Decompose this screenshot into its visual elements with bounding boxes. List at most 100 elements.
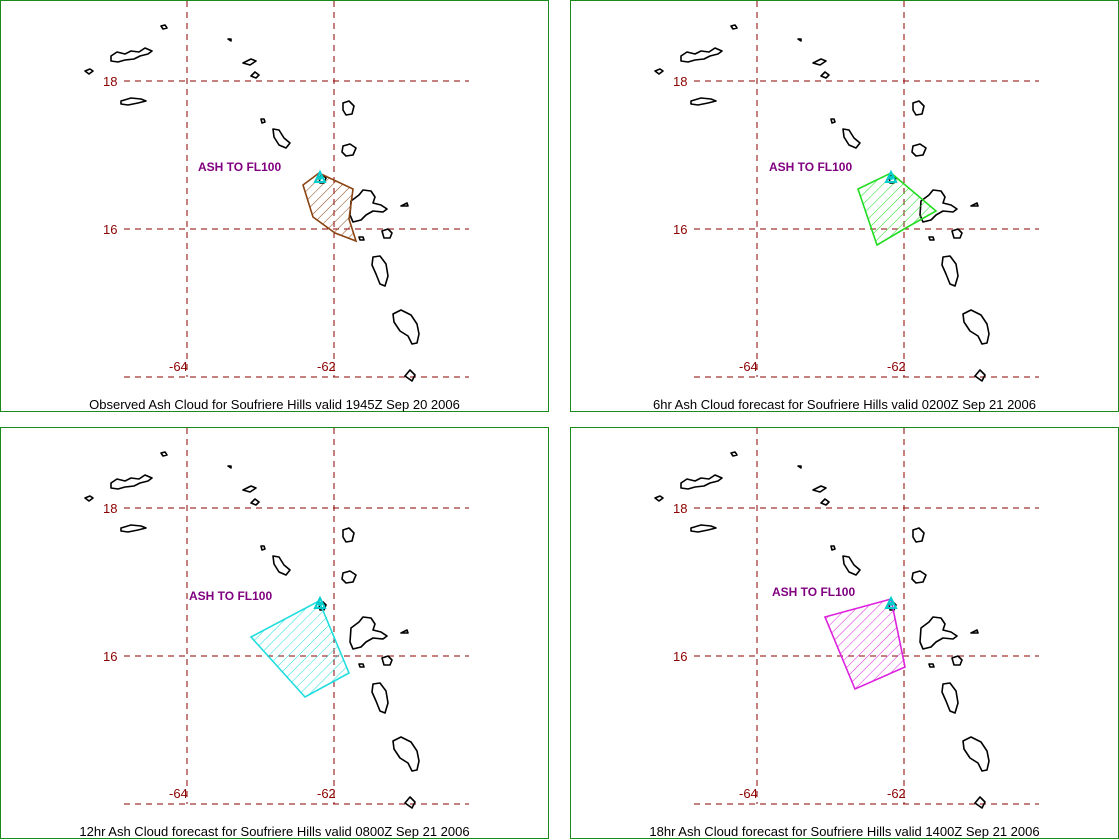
st-lucia-coast xyxy=(404,369,416,382)
volcano-marker-icon xyxy=(884,169,898,183)
panel-caption: 6hr Ash Cloud forecast for Soufriere Hil… xyxy=(653,397,1036,412)
latitude-label-18: 18 xyxy=(103,501,117,516)
marie-galante-coast xyxy=(381,228,393,239)
st-croix-coast xyxy=(690,97,717,106)
barbuda-coast xyxy=(730,24,738,30)
ash-height-annotation: ASH TO FL100 xyxy=(769,160,852,174)
antigua-coast xyxy=(342,100,355,116)
vieques-coast xyxy=(654,495,664,502)
longitude-label-64: -64 xyxy=(169,359,188,374)
les-saintes-coast xyxy=(358,663,365,668)
latitude-label-16: 16 xyxy=(673,222,687,237)
les-saintes-coast xyxy=(928,236,935,241)
guadeloupe-coast xyxy=(919,189,958,223)
barbuda-coast xyxy=(160,24,168,30)
volcano-vent-icon xyxy=(318,176,322,180)
longitude-label-62: -62 xyxy=(887,359,906,374)
nevis-coast xyxy=(842,128,861,149)
desirade-coast xyxy=(970,629,979,634)
longitude-label-64: -64 xyxy=(739,786,758,801)
antigua-coast xyxy=(342,527,355,543)
st-lucia-coast xyxy=(404,796,416,809)
latitude-label-16: 16 xyxy=(673,649,687,664)
ash-height-annotation: ASH TO FL100 xyxy=(198,160,281,174)
nevis-coast xyxy=(842,555,861,576)
st-kitts-coast xyxy=(830,545,836,551)
dominica-coast xyxy=(941,682,959,714)
saba-coast xyxy=(797,465,802,469)
saba-coast xyxy=(227,38,232,42)
ash-cloud-polygon xyxy=(302,172,358,243)
volcano-marker-icon xyxy=(313,595,327,609)
ash-cloud-polygon xyxy=(823,598,906,691)
martinique-coast xyxy=(962,309,990,345)
anguilla-coast xyxy=(242,485,257,493)
panel-caption: 12hr Ash Cloud forecast for Soufriere Hi… xyxy=(79,824,470,839)
dominica-coast xyxy=(371,682,389,714)
antigua-coast xyxy=(912,527,925,543)
st-martin-coast xyxy=(820,498,830,506)
martinique-coast xyxy=(392,309,420,345)
dominica-coast xyxy=(371,255,389,287)
barbuda-coast xyxy=(160,451,168,457)
virgin-islands-coast xyxy=(110,47,153,63)
martinique-coast xyxy=(392,736,420,772)
st-kitts-coast xyxy=(260,545,266,551)
volcano-vent-icon xyxy=(889,176,893,180)
volcano-marker-icon xyxy=(313,169,327,183)
guadeloupe-coast xyxy=(349,189,388,223)
ash-height-annotation: ASH TO FL100 xyxy=(772,585,855,599)
volcano-vent-icon xyxy=(889,602,893,606)
nevis-coast xyxy=(272,128,291,149)
st-martin-coast xyxy=(250,498,260,506)
barbuda-south-coast xyxy=(911,143,927,157)
barbuda-south-coast xyxy=(911,570,927,584)
st-martin-coast xyxy=(820,71,830,79)
barbuda-south-coast xyxy=(341,570,357,584)
vieques-coast xyxy=(84,495,94,502)
marie-galante-coast xyxy=(951,228,963,239)
panel-caption: Observed Ash Cloud for Soufriere Hills v… xyxy=(89,397,460,412)
marie-galante-coast xyxy=(951,655,963,666)
longitude-label-62: -62 xyxy=(887,786,906,801)
panel-caption: 18hr Ash Cloud forecast for Soufriere Hi… xyxy=(649,824,1040,839)
anguilla-coast xyxy=(812,485,827,493)
latitude-label-16: 16 xyxy=(103,649,117,664)
nevis-coast xyxy=(272,555,291,576)
st-lucia-coast xyxy=(974,796,986,809)
latitude-label-18: 18 xyxy=(103,74,117,89)
longitude-label-64: -64 xyxy=(169,786,188,801)
st-croix-coast xyxy=(120,524,147,533)
ash-cloud-polygon xyxy=(857,172,938,247)
antigua-coast xyxy=(912,100,925,116)
st-croix-coast xyxy=(120,97,147,106)
les-saintes-coast xyxy=(928,663,935,668)
st-kitts-coast xyxy=(260,118,266,124)
longitude-label-62: -62 xyxy=(317,786,336,801)
virgin-islands-coast xyxy=(680,47,723,63)
st-martin-coast xyxy=(250,71,260,79)
st-croix-coast xyxy=(690,524,717,533)
ash-cloud-polygon xyxy=(249,599,351,699)
latitude-label-18: 18 xyxy=(673,501,687,516)
volcano-vent-icon xyxy=(318,602,322,606)
volcano-marker-icon xyxy=(884,595,898,609)
guadeloupe-coast xyxy=(349,616,388,650)
martinique-coast xyxy=(962,736,990,772)
map-panel-18hr: 18 16 -64 -62 ASH TO FL100 18hr Ash Cloud fo… xyxy=(570,427,1119,839)
les-saintes-coast xyxy=(358,236,365,241)
barbuda-coast xyxy=(730,451,738,457)
st-lucia-coast xyxy=(974,369,986,382)
anguilla-coast xyxy=(242,58,257,66)
saba-coast xyxy=(797,38,802,42)
map-canvas: 18 16 -64 -62 ASH TO FL100 xyxy=(654,428,1039,809)
latitude-label-16: 16 xyxy=(103,222,117,237)
st-kitts-coast xyxy=(830,118,836,124)
anguilla-coast xyxy=(812,58,827,66)
virgin-islands-coast xyxy=(110,474,153,490)
saba-coast xyxy=(227,465,232,469)
